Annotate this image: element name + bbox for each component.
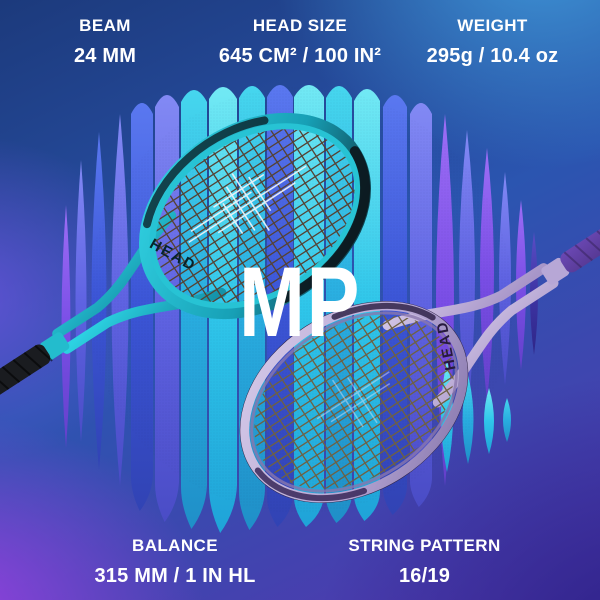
spec-string-pattern: STRING PATTERN 16/19	[322, 536, 527, 588]
purple-racquet-frame	[240, 301, 468, 503]
sphere-stripe	[503, 398, 511, 442]
purple-racquet: HEAD	[222, 172, 600, 525]
spec-label: HEAD SIZE	[252, 16, 348, 35]
teal-racquet-logo-strings	[188, 165, 307, 244]
spec-balance: BALANCE 315 MM / 1 IN HL	[75, 536, 275, 588]
spec-label: STRING PATTERN	[348, 536, 501, 555]
spec-weight: WEIGHT 295g / 10.4 oz	[390, 16, 595, 68]
purple-racquet-logo-strings	[316, 371, 391, 428]
purple-racquet-dark-rim	[254, 467, 368, 502]
spec-label: BALANCE	[132, 536, 218, 555]
spec-beam: BEAM 24 MM	[5, 16, 205, 68]
sphere-stripe	[75, 160, 87, 442]
spec-value: 24 MM	[73, 45, 137, 67]
teal-racquet-dark-rim	[143, 116, 269, 229]
spec-value: 645 CM² / 100 IN²	[218, 45, 382, 67]
teal-racquet: HEAD	[0, 93, 387, 445]
model-headline: MP	[239, 246, 361, 357]
spec-label: WEIGHT	[457, 16, 528, 35]
purple-racquet-shaft	[541, 257, 570, 285]
spec-head-size: HEAD SIZE 645 CM² / 100 IN²	[200, 16, 400, 68]
purple-racquet-grip	[560, 172, 600, 273]
spec-value: 315 MM / 1 IN HL	[94, 565, 256, 587]
purple-racquet-inner-rim	[250, 311, 458, 493]
spec-label: BEAM	[79, 16, 131, 35]
sphere-stripe	[484, 388, 494, 454]
teal-racquet-dark-rim	[279, 146, 371, 304]
teal-racquet-grip	[0, 344, 53, 445]
spec-value: 295g / 10.4 oz	[426, 45, 559, 67]
purple-racquet-dark-rim	[331, 302, 436, 321]
spec-value: 16/19	[398, 565, 451, 587]
teal-racquet-inner-rim	[149, 123, 361, 309]
